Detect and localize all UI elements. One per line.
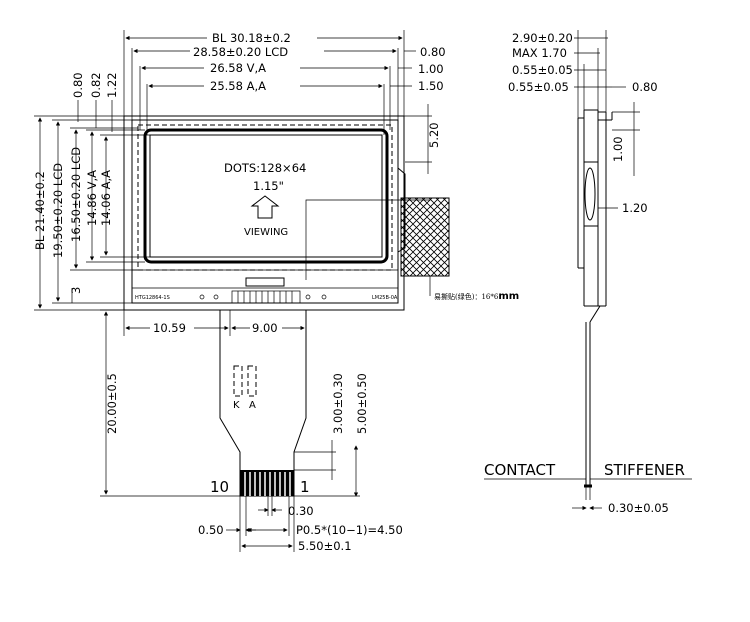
tape-label: 易撕贴(绿色)：16*6mm bbox=[434, 291, 519, 302]
va-width: 26.58 V,A bbox=[210, 61, 266, 75]
pin-k-label: K bbox=[233, 400, 240, 411]
backlight-outline bbox=[123, 115, 405, 311]
side-055b: 0.55±0.05 bbox=[508, 80, 569, 94]
side-055a: 0.55±0.05 bbox=[512, 63, 573, 77]
dim-1059: 10.59 bbox=[153, 321, 186, 335]
lcd-height-2: 16.50±0.20 LCD bbox=[69, 147, 83, 242]
dim-900: 9.00 bbox=[252, 321, 278, 335]
right-100: 1.00 bbox=[418, 62, 444, 76]
dim-500: 5.00±0.50 bbox=[355, 373, 369, 434]
bond-pads bbox=[237, 291, 293, 303]
left-dimensions: BL 21.40±0.2 19.50±0.20 LCD 16.50±0.20 L… bbox=[33, 72, 150, 311]
dim-520: 5.20 bbox=[427, 122, 441, 148]
side-080: 0.80 bbox=[632, 80, 658, 94]
side-290: 2.90±0.20 bbox=[512, 31, 573, 45]
dim-030: 0.30 bbox=[288, 504, 314, 518]
front-view: HTG12864-1S LM25B-0A 易撕贴(绿色)：16*6mm DOTS… bbox=[123, 115, 519, 497]
lcd-width: 28.58±0.20 LCD bbox=[193, 45, 288, 59]
dots-label: DOTS:128×64 bbox=[224, 161, 306, 175]
viewing-label: VIEWING bbox=[244, 227, 288, 238]
side-max: MAX 1.70 bbox=[512, 46, 567, 60]
pin-a-label: A bbox=[249, 400, 256, 411]
top-dimensions: BL 30.18±0.2 28.58±0.20 LCD 26.58 V,A 25… bbox=[123, 30, 446, 135]
lcd-outline bbox=[131, 119, 399, 304]
dim-2000: 20.00±0.5 bbox=[105, 373, 119, 434]
dim-050: 0.50 bbox=[198, 523, 224, 537]
led-a-pad bbox=[247, 365, 257, 397]
viewing-area bbox=[143, 128, 389, 264]
polarizer-outline bbox=[137, 124, 393, 271]
pull-tape bbox=[400, 197, 450, 277]
contact-label: CONTACT bbox=[484, 461, 556, 479]
tab-dimension: 5.20 bbox=[398, 104, 441, 174]
pin1-label: 1 bbox=[300, 478, 310, 496]
driver-ic bbox=[245, 277, 285, 287]
active-area bbox=[149, 134, 383, 258]
viewing-arrow-icon bbox=[250, 195, 280, 219]
aa-width: 25.58 A,A bbox=[210, 79, 266, 93]
dim-3: 3 bbox=[69, 287, 83, 294]
va-height: 14.86 V,A bbox=[85, 170, 99, 226]
left-122: 1.22 bbox=[105, 72, 119, 98]
pin10-label: 10 bbox=[210, 478, 229, 496]
fpc-bond-area bbox=[231, 290, 301, 304]
aa-height: 14.06 A,A bbox=[99, 170, 113, 226]
bl-height: BL 21.40±0.2 bbox=[33, 171, 47, 250]
right-080: 0.80 bbox=[420, 45, 446, 59]
side-100: 1.00 bbox=[611, 136, 625, 162]
bl-width: BL 30.18±0.2 bbox=[212, 31, 291, 45]
dim-300: 3.00±0.30 bbox=[331, 373, 345, 434]
side-120: 1.20 bbox=[622, 201, 648, 215]
stiffener-label: STIFFENER bbox=[604, 461, 685, 479]
side-030: 0.30±0.05 bbox=[608, 501, 669, 515]
left-080: 0.80 bbox=[71, 72, 85, 98]
code-left: HTG12864-1S bbox=[135, 295, 170, 301]
led-k-pad bbox=[233, 365, 243, 397]
size-label: 1.15" bbox=[253, 179, 284, 193]
lcd-height: 19.50±0.20 LCD bbox=[51, 163, 65, 258]
side-view: 2.90±0.20 MAX 1.70 0.55±0.05 0.55±0.05 0… bbox=[484, 30, 692, 515]
right-150: 1.50 bbox=[418, 79, 444, 93]
dim-550: 5.50±0.1 bbox=[298, 539, 352, 553]
pitch-dim: P0.5*(10−1)=4.50 bbox=[296, 523, 403, 537]
code-right: LM25B-0A bbox=[372, 295, 398, 301]
fpc-contacts bbox=[240, 470, 294, 496]
bottom-dimensions: 10.59 9.00 20.00±0.5 3.00±0.30 5.00±0.50… bbox=[100, 309, 403, 553]
left-082: 0.82 bbox=[89, 72, 103, 98]
